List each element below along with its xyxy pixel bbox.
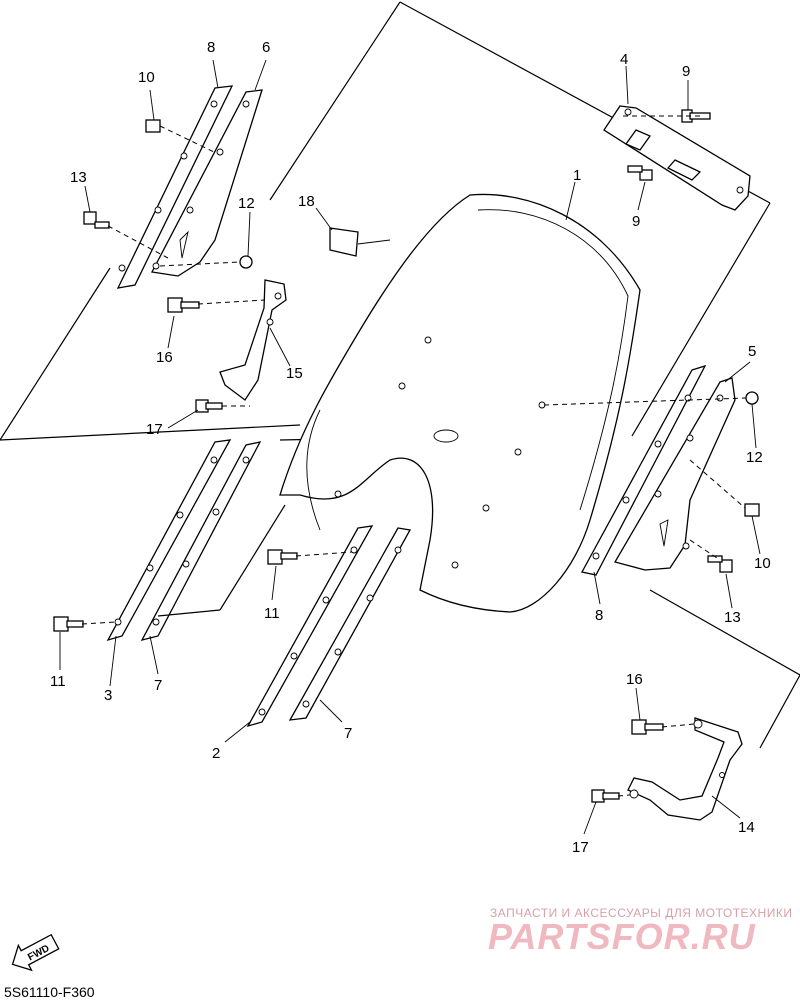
callout-9-bottom: 9 (632, 213, 640, 230)
callout-16-right: 16 (626, 671, 643, 688)
callout-4: 4 (620, 51, 628, 68)
callout-11-center: 11 (264, 605, 280, 622)
bolt-16-right (631, 719, 695, 735)
callout-16-left: 16 (156, 349, 173, 366)
bracket-4 (603, 105, 751, 211)
callout-12-left: 12 (238, 195, 255, 212)
bolt-11-center (267, 549, 353, 565)
callout-18: 18 (298, 193, 315, 210)
callout-17-left: 17 (146, 421, 163, 438)
nut-10-right (689, 459, 760, 517)
stay-3 (106, 439, 232, 642)
bolt-9-top (620, 109, 711, 123)
watermark-caption: ЗАПЧАСТИ И АКСЕССУАРЫ ДЛЯ МОТОТЕХНИКИ (490, 906, 793, 920)
stay-7-center (288, 527, 412, 721)
bolt-13-left (83, 211, 169, 259)
right-stay-5 (614, 377, 736, 571)
callout-labels: 1 2 3 4 5 6 7 7 8 8 9 9 10 10 11 11 12 1… (50, 39, 771, 856)
left-stay-6 (151, 89, 263, 277)
leader-lines (59, 59, 761, 835)
callout-7-center: 7 (344, 725, 352, 742)
callout-10-right: 10 (754, 555, 771, 572)
stay-7-left (140, 441, 286, 641)
right-stay-8 (581, 364, 707, 576)
windshield-center-hole (433, 429, 459, 443)
callout-13-right: 13 (724, 609, 741, 626)
callout-5: 5 (748, 343, 756, 360)
callout-2: 2 (212, 745, 220, 762)
watermark-brand: PARTSFOR.RU (488, 916, 756, 957)
bolt-10-top-left (145, 119, 215, 153)
stay-2 (246, 525, 374, 728)
callout-8-right: 8 (595, 607, 603, 624)
bracket-14 (627, 717, 743, 821)
bolt-9-bottom (627, 165, 653, 181)
bolt-16-left (167, 297, 266, 313)
callout-17-right: 17 (572, 839, 589, 856)
callout-11-left: 11 (50, 673, 66, 690)
diagram-code: 5S61110-F360 (4, 984, 95, 1000)
nut-12-left (159, 255, 253, 269)
callout-6: 6 (262, 39, 270, 56)
callout-7-left: 7 (154, 677, 162, 694)
callout-1: 1 (573, 167, 581, 184)
callout-3: 3 (104, 687, 112, 704)
callout-15: 15 (286, 365, 303, 382)
callout-14: 14 (738, 819, 755, 836)
callout-9-top: 9 (682, 63, 690, 80)
callout-12-right: 12 (746, 449, 763, 466)
bolt-17-right (591, 789, 631, 803)
bolt-17-left (195, 399, 250, 413)
fwd-arrow-icon: FWD (11, 933, 60, 972)
left-stay-8 (116, 85, 234, 289)
rubber-18 (329, 227, 391, 257)
callout-13-left: 13 (70, 169, 87, 186)
bolt-13-right (689, 539, 733, 573)
windshield (279, 193, 641, 613)
bolt-11-left (53, 616, 117, 632)
callout-8-left: 8 (207, 39, 215, 56)
bracket-15 (219, 279, 287, 401)
callout-10-left: 10 (138, 69, 155, 86)
